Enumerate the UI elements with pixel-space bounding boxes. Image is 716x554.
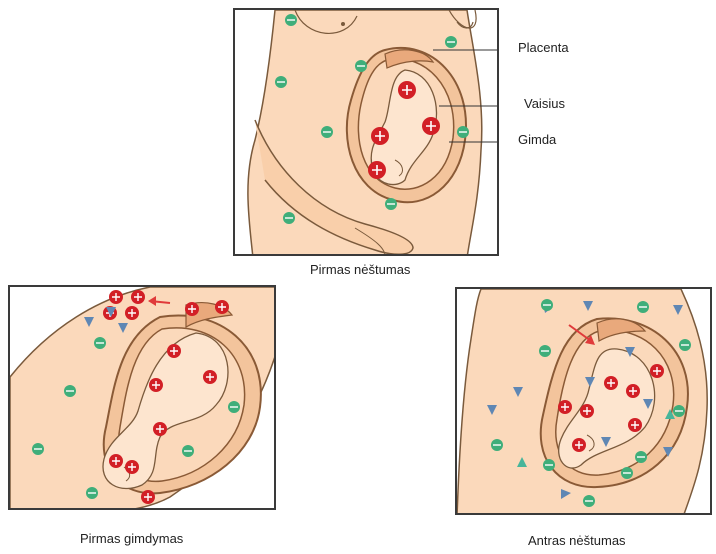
green-cell-icon [285, 14, 297, 26]
first-pregnancy-caption: Pirmas nėštumas [310, 262, 410, 277]
green-cell-icon [321, 126, 333, 138]
green-cell-icon [539, 345, 551, 357]
first-birth-illustration [10, 287, 276, 510]
green-cell-icon [541, 299, 553, 311]
rh-positive-cell-icon [650, 364, 664, 378]
green-cell-icon [64, 385, 76, 397]
fetus-label: Vaisius [524, 96, 565, 111]
rh-positive-cell-icon [626, 384, 640, 398]
rh-positive-cell-icon [628, 418, 642, 432]
second-pregnancy-caption: Antras nėštumas [528, 533, 626, 548]
green-cell-icon [491, 439, 503, 451]
green-cell-icon [673, 405, 685, 417]
green-cell-icon [457, 126, 469, 138]
rh-positive-cell-icon [558, 400, 572, 414]
rh-positive-cell-icon [149, 378, 163, 392]
rh-positive-cell-icon [572, 438, 586, 452]
rh-positive-cell-icon [604, 376, 618, 390]
green-cell-icon [275, 76, 287, 88]
green-cell-icon [182, 445, 194, 457]
green-cell-icon [283, 212, 295, 224]
green-cell-icon [637, 301, 649, 313]
second-pregnancy-illustration [457, 289, 712, 515]
rh-positive-cell-icon [368, 161, 386, 179]
first-pregnancy-illustration [235, 10, 499, 256]
rh-positive-cell-icon [131, 290, 145, 304]
rh-positive-cell-icon [580, 404, 594, 418]
rh-positive-cell-icon [371, 127, 389, 145]
rh-positive-cell-icon [125, 460, 139, 474]
rh-positive-cell-icon [422, 117, 440, 135]
green-cell-icon [543, 459, 555, 471]
first-birth-caption: Pirmas gimdymas [80, 531, 183, 546]
green-cell-icon [94, 337, 106, 349]
green-cell-icon [635, 451, 647, 463]
rh-positive-cell-icon [125, 306, 139, 320]
uterus-label: Gimda [518, 132, 556, 147]
placenta-label: Placenta [518, 40, 569, 55]
green-cell-icon [583, 495, 595, 507]
green-cell-icon [32, 443, 44, 455]
rh-positive-cell-icon [167, 344, 181, 358]
green-cell-icon [228, 401, 240, 413]
rh-positive-cell-icon [109, 290, 123, 304]
rh-positive-cell-icon [109, 454, 123, 468]
rh-positive-cell-icon [153, 422, 167, 436]
green-cell-icon [86, 487, 98, 499]
rh-positive-cell-icon [215, 300, 229, 314]
green-cell-icon [621, 467, 633, 479]
green-cell-icon [679, 339, 691, 351]
rh-positive-cell-icon [203, 370, 217, 384]
rh-positive-cell-icon [141, 490, 155, 504]
rh-positive-cell-icon [398, 81, 416, 99]
first-pregnancy-panel [233, 8, 499, 256]
first-birth-panel [8, 285, 276, 510]
second-pregnancy-panel [455, 287, 712, 515]
green-cell-icon [445, 36, 457, 48]
green-cell-icon [355, 60, 367, 72]
rh-positive-cell-icon [185, 302, 199, 316]
green-cell-icon [385, 198, 397, 210]
